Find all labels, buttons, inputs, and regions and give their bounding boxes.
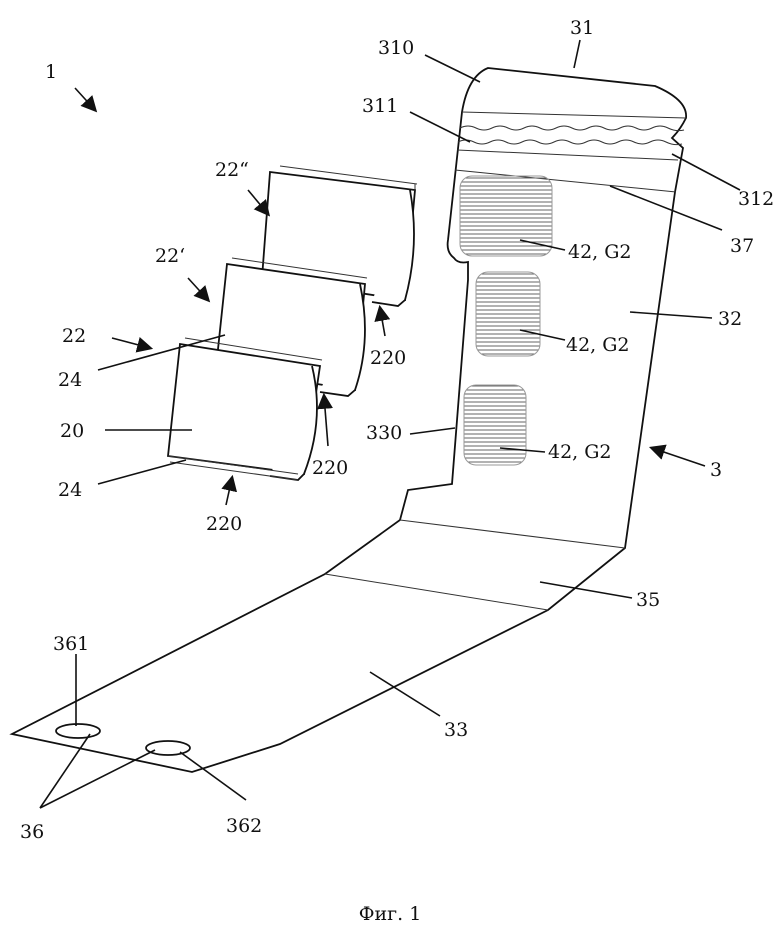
label-33: 33: [444, 719, 468, 741]
label-220a: 220: [370, 347, 406, 369]
label-1: 1: [45, 61, 57, 83]
figure-caption: Фиг. 1: [359, 903, 422, 925]
label-311: 311: [362, 95, 398, 117]
label-22: 22: [62, 325, 86, 347]
label-330: 330: [366, 422, 402, 444]
arrow-220a: [380, 308, 385, 336]
arrow-22: [112, 338, 150, 348]
adhesive-patch-3: [464, 385, 526, 465]
arrow-1: [75, 88, 95, 110]
leader-36b: [40, 750, 155, 808]
label-22p: 22‘: [155, 245, 185, 267]
label-3: 3: [710, 459, 722, 481]
label-312: 312: [738, 188, 774, 210]
label-362: 362: [226, 815, 262, 837]
label-20: 20: [60, 420, 84, 442]
leader-312: [672, 154, 740, 190]
leader-31: [574, 40, 580, 68]
adhesive-patch-2: [476, 272, 540, 356]
label-24a: 24: [58, 369, 82, 391]
label-361: 361: [53, 633, 89, 655]
leader-310: [425, 55, 480, 82]
label-42b: 42, G2: [566, 334, 630, 356]
arrow-22pp: [248, 190, 268, 214]
hole-361: [56, 724, 100, 738]
label-31: 31: [570, 17, 594, 39]
leader-330: [410, 428, 455, 434]
strip-body: [12, 68, 686, 772]
arrow-220c: [226, 478, 232, 505]
label-310: 310: [378, 37, 414, 59]
label-37: 37: [730, 235, 754, 257]
label-42c: 42, G2: [548, 441, 612, 463]
label-35: 35: [636, 589, 660, 611]
label-36: 36: [20, 821, 44, 843]
arrow-3: [652, 448, 705, 466]
label-42a: 42, G2: [568, 241, 632, 263]
arrow-22p: [188, 278, 208, 300]
label-220c: 220: [206, 513, 242, 535]
label-22pp: 22“: [215, 159, 249, 181]
arrow-220b: [324, 396, 328, 446]
label-24b: 24: [58, 479, 82, 501]
leader-24b: [98, 460, 186, 484]
hole-362: [146, 741, 190, 755]
label-220b: 220: [312, 457, 348, 479]
label-32: 32: [718, 308, 742, 330]
